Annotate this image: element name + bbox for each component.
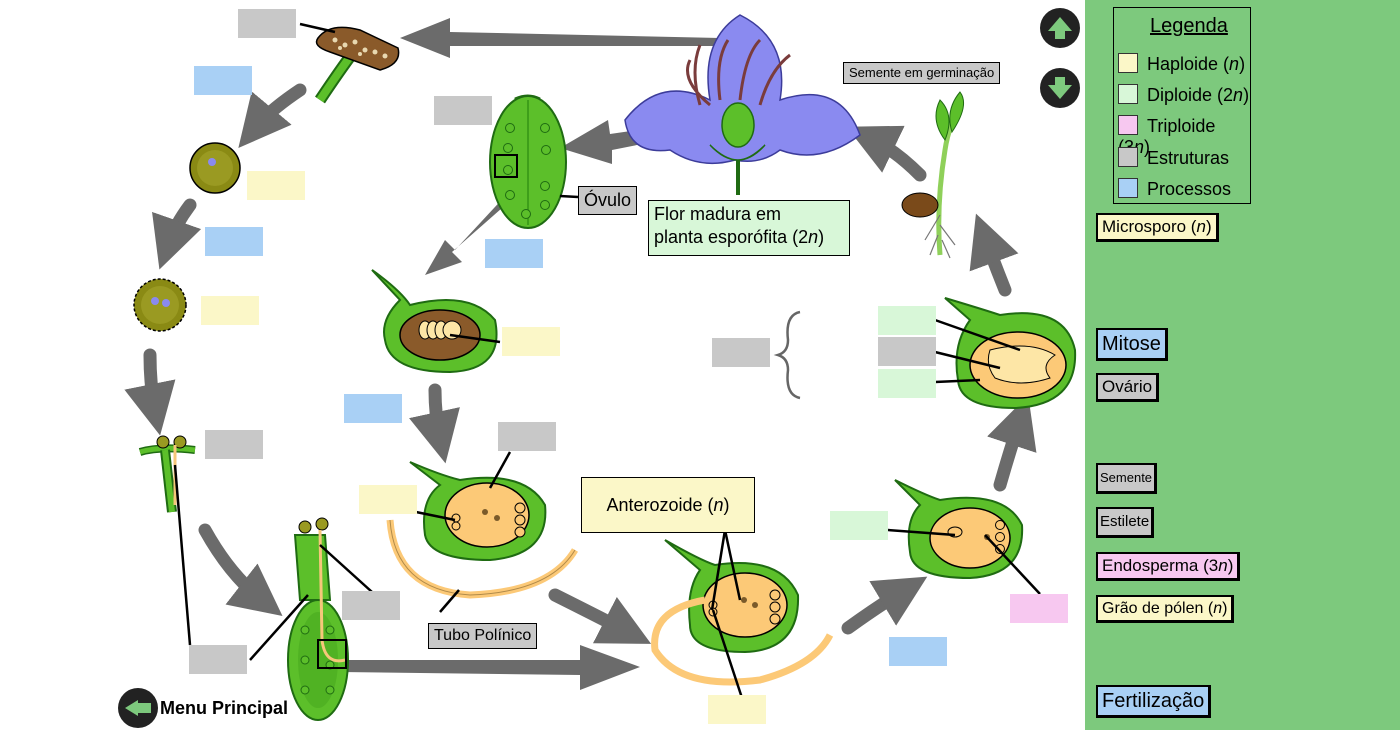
ovary-section-illustration (489, 94, 567, 229)
legend-swatch (1118, 53, 1138, 73)
drop-target-estrutura-8[interactable] (878, 337, 936, 366)
seed-section-illustration (944, 297, 1077, 410)
flor-madura-label: Flor madura em planta esporófita (2n) (648, 200, 850, 256)
curved-arrows (124, 83, 1037, 644)
pollen-grain-illustration (133, 278, 187, 332)
drop-target-triploide-1[interactable] (1010, 594, 1068, 623)
drop-target-haploide-1[interactable] (247, 171, 305, 200)
drop-target-processo-1[interactable] (194, 66, 252, 95)
legend-item-haploide: Haploide (n) (1118, 53, 1245, 75)
fertilization-illustration (651, 539, 834, 686)
diagram-area: Óvulo Flor madura em planta esporófita (… (118, 9, 1077, 728)
drop-target-haploide-2[interactable] (201, 296, 259, 325)
drop-target-estrutura-3[interactable] (189, 645, 247, 674)
ovule-megaspore-illustration (371, 269, 498, 374)
anther-illustration (315, 26, 400, 104)
legend: Legenda Haploide (n) Diploide (2n) Tripl… (1113, 7, 1251, 204)
arrow-left-icon (125, 700, 138, 716)
germinating-pollen-illustration (138, 435, 196, 513)
drop-target-diploide-1[interactable] (830, 511, 888, 540)
anterozoide-label: Anterozoide (n) (581, 477, 755, 533)
drop-target-processo-4[interactable] (344, 394, 402, 423)
zygote-illustration (894, 479, 1024, 580)
drop-target-processo-5[interactable] (889, 637, 947, 666)
draggable-microsporo[interactable]: Microsporo (n) (1096, 213, 1219, 243)
pistil-illustration (287, 517, 349, 721)
drop-target-processo-3[interactable] (485, 239, 543, 268)
drop-target-estrutura-6[interactable] (498, 422, 556, 451)
drop-target-estrutura-1[interactable] (238, 9, 296, 38)
legend-item-triploide: Triploide (3n) (1118, 115, 1250, 157)
drop-target-haploide-3[interactable] (502, 327, 560, 356)
menu-principal-button[interactable] (118, 688, 158, 728)
draggable-fertilizacao[interactable]: Fertilização (1096, 685, 1212, 718)
flor-madura-line2: planta esporófita (2n) (654, 226, 825, 247)
sidebar: Legenda Haploide (n) Diploide (2n) Tripl… (1040, 0, 1400, 730)
germinating-seed-illustration (901, 91, 965, 259)
drop-target-haploide-5[interactable] (708, 695, 766, 724)
draggable-endosperma[interactable]: Endosperma (3n) (1096, 552, 1241, 582)
drop-target-diploide-2[interactable] (878, 306, 936, 335)
flower-illustration (624, 14, 861, 195)
draggable-estilete[interactable]: Estilete (1096, 507, 1155, 538)
draggable-semente[interactable]: Semente (1096, 463, 1158, 494)
legend-item-diploide: Diploide (2n) (1118, 84, 1249, 106)
draggable-ovario[interactable]: Ovário (1096, 373, 1160, 403)
legend-swatch (1118, 178, 1138, 198)
legend-swatch (1118, 84, 1138, 104)
ovulo-label: Óvulo (578, 186, 638, 215)
drop-target-estrutura-7[interactable] (712, 338, 770, 367)
scroll-up-button[interactable] (1040, 8, 1080, 48)
embryo-sac-illustration (386, 461, 579, 599)
drop-target-processo-2[interactable] (205, 227, 263, 256)
brace-icon (773, 310, 801, 400)
legend-item-processos: Processos (1118, 178, 1231, 200)
draggable-mitose[interactable]: Mitose (1096, 328, 1168, 361)
drop-target-estrutura-5[interactable] (434, 96, 492, 125)
flor-madura-line1: Flor madura em (654, 204, 782, 224)
legend-swatch (1118, 147, 1138, 167)
drop-target-haploide-4[interactable] (359, 485, 417, 514)
drop-target-diploide-3[interactable] (878, 369, 936, 398)
menu-principal-label: Menu Principal (160, 698, 289, 718)
legend-item-estruturas: Estruturas (1118, 147, 1229, 169)
drop-target-estrutura-4[interactable] (342, 591, 400, 620)
arrow-up-icon (1048, 17, 1072, 31)
semente-germinacao-label: Semente em germinação (843, 62, 1001, 85)
tubo-polinico-label: Tubo Polínico (428, 623, 538, 649)
arrow-down-icon (1048, 85, 1072, 99)
pointer-lines (173, 22, 1041, 699)
drop-target-estrutura-2[interactable] (205, 430, 263, 459)
legend-title: Legenda (1150, 15, 1228, 37)
legend-swatch (1118, 115, 1138, 135)
life-cycle-diagram (124, 14, 1077, 721)
draggable-grao-polen[interactable]: Grão de pólen (n) (1096, 595, 1235, 624)
scroll-down-button[interactable] (1040, 68, 1080, 108)
